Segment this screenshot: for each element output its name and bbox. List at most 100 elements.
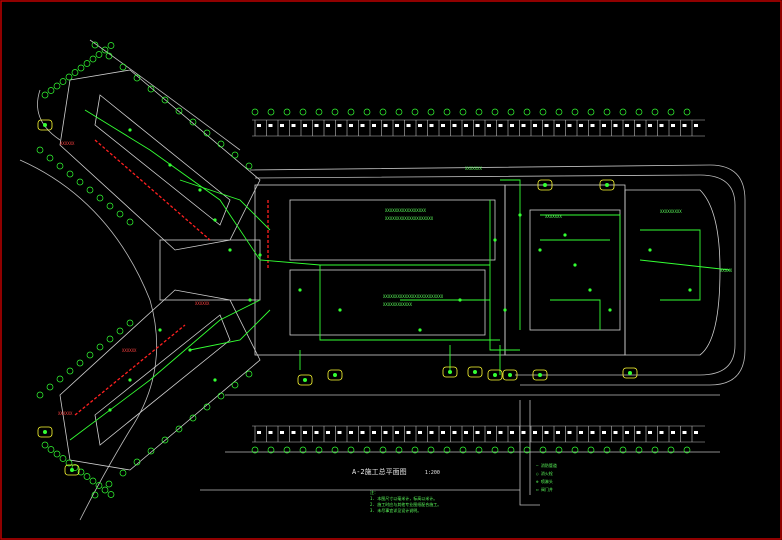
grid-marker xyxy=(267,108,275,116)
legend-item: ○ 消火栓 xyxy=(536,471,553,476)
grid-marker xyxy=(667,108,675,116)
callout-badge xyxy=(487,369,503,381)
grid-marker xyxy=(491,108,499,116)
equipment-dot xyxy=(128,378,132,382)
grid-marker xyxy=(571,446,579,454)
callout-badge xyxy=(37,119,53,131)
grid-marker xyxy=(539,446,547,454)
svg-text:XXXXXXXXXXXXXXXXXXXXXXXXX: XXXXXXXXXXXXXXXXXXXXXXXXX xyxy=(383,294,444,299)
grid-marker xyxy=(189,118,197,126)
grid-marker xyxy=(77,64,85,72)
svg-text:XXXXXXXXXXXX: XXXXXXXXXXXX xyxy=(383,302,412,307)
callout-badge xyxy=(537,179,553,191)
equipment-dot xyxy=(258,253,262,257)
grid-marker xyxy=(427,108,435,116)
grid-marker xyxy=(83,473,91,480)
drawing-title-text: A-2施工总平面图 xyxy=(352,468,407,476)
grid-marker xyxy=(587,446,595,454)
svg-text:XXXXXXX: XXXXXXX xyxy=(545,214,562,219)
svg-text:XXXXXXXXX: XXXXXXXXX xyxy=(660,209,682,214)
grid-marker xyxy=(475,446,483,454)
grid-marker xyxy=(555,108,563,116)
svg-text:XXXXXX: XXXXXX xyxy=(122,348,137,353)
equipment-dot xyxy=(128,128,132,132)
grid-marker xyxy=(95,51,103,58)
grid-marker xyxy=(217,392,225,400)
grid-marker xyxy=(89,55,97,63)
equipment-dot xyxy=(688,288,692,292)
equipment-dot xyxy=(213,218,217,222)
grid-marker xyxy=(116,327,124,335)
callout-badge xyxy=(599,179,615,191)
grid-marker xyxy=(363,446,371,454)
equipment-dot xyxy=(563,233,567,237)
grid-marker xyxy=(283,108,291,116)
grid-marker xyxy=(571,108,579,116)
grid-marker xyxy=(603,108,611,116)
grid-marker xyxy=(77,468,85,476)
grid-marker xyxy=(101,46,109,54)
grid-marker xyxy=(619,446,627,454)
callout-badge xyxy=(532,369,548,381)
callout-badge xyxy=(502,369,518,381)
grid-marker xyxy=(47,446,55,453)
grid-marker xyxy=(91,491,99,499)
grid-marker xyxy=(71,464,79,471)
equipment-dot xyxy=(168,163,172,167)
grid-marker xyxy=(126,319,134,327)
grid-marker xyxy=(395,446,403,454)
equipment-dot xyxy=(228,248,232,252)
grid-marker xyxy=(189,414,197,422)
grid-marker xyxy=(347,446,355,454)
grid-marker xyxy=(65,73,73,81)
svg-text:XXXXX: XXXXX xyxy=(720,268,733,273)
grid-marker xyxy=(161,436,169,444)
equipment-dots xyxy=(108,128,692,412)
grid-marker xyxy=(147,447,155,455)
grid-marker xyxy=(411,108,419,116)
grid-marker xyxy=(395,108,403,116)
grid-marker xyxy=(347,108,355,116)
legend-block: — 消防管道 ○ 消火栓 ⊕ 喷淋头 ▭ 阀门井 xyxy=(536,462,557,494)
callout-badge xyxy=(64,464,80,476)
grid-marker xyxy=(379,446,387,454)
grid-marker xyxy=(119,469,127,477)
main-building xyxy=(254,184,721,356)
grid-marker xyxy=(507,108,515,116)
svg-text:XXXXXX: XXXXXX xyxy=(195,301,210,306)
grid-marker xyxy=(491,446,499,454)
grid-marker xyxy=(411,446,419,454)
grid-marker xyxy=(363,108,371,116)
grid-marker xyxy=(555,446,563,454)
grid-marker xyxy=(175,425,183,433)
grid-marker xyxy=(41,91,49,99)
grid-marker xyxy=(86,351,94,359)
grid-marker xyxy=(46,383,54,391)
legend-item: ⊕ 喷淋头 xyxy=(536,479,553,484)
equipment-dot xyxy=(573,263,577,267)
equipment-dot xyxy=(648,248,652,252)
grid-marker xyxy=(245,162,253,170)
grid-marker xyxy=(175,107,183,115)
callout-badges xyxy=(37,119,638,476)
legend-item: ▭ 阀门井 xyxy=(536,487,553,492)
grid-marker xyxy=(107,42,115,49)
grid-marker xyxy=(47,87,55,94)
equipment-dot xyxy=(538,248,542,252)
grid-marker xyxy=(65,459,73,467)
grid-marker xyxy=(59,455,67,462)
grid-marker xyxy=(91,41,99,49)
grid-marker xyxy=(315,108,323,116)
notes-block: 注： 1. 本图尺寸以毫米计，标高以米计。 2. 施工时应与其他专业图纸配合施工… xyxy=(370,490,441,514)
grid-marker xyxy=(523,108,531,116)
fire-corridors xyxy=(74,139,269,416)
grid-marker xyxy=(133,458,141,466)
grid-marker xyxy=(523,446,531,454)
grid-marker xyxy=(635,108,643,116)
grid-marker xyxy=(245,370,253,378)
parking-grid-top xyxy=(252,119,705,137)
svg-text:XXXXXXX: XXXXXXX xyxy=(465,166,482,171)
grid-marker xyxy=(56,375,64,383)
